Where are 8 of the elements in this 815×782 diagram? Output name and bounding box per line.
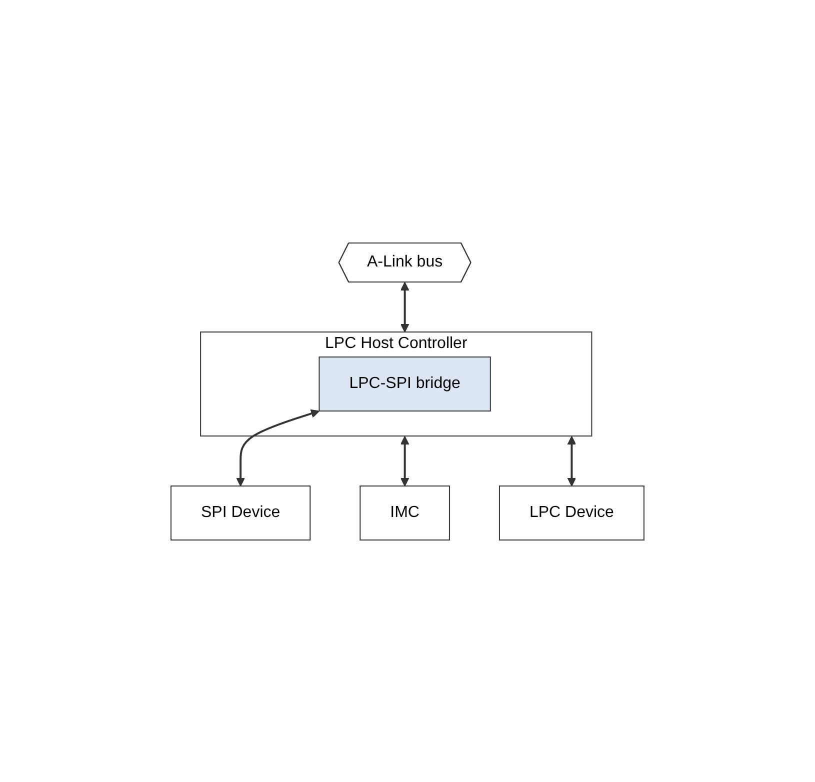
arrow [236,408,320,486]
node-box: IMC [360,485,450,540]
node-box: LPC Device [498,485,644,540]
arrow [400,282,410,332]
node-box: SPI Device [170,485,311,540]
arrow [567,436,576,486]
arrow [400,436,410,486]
node-box: LPC-SPI bridge [318,356,491,411]
